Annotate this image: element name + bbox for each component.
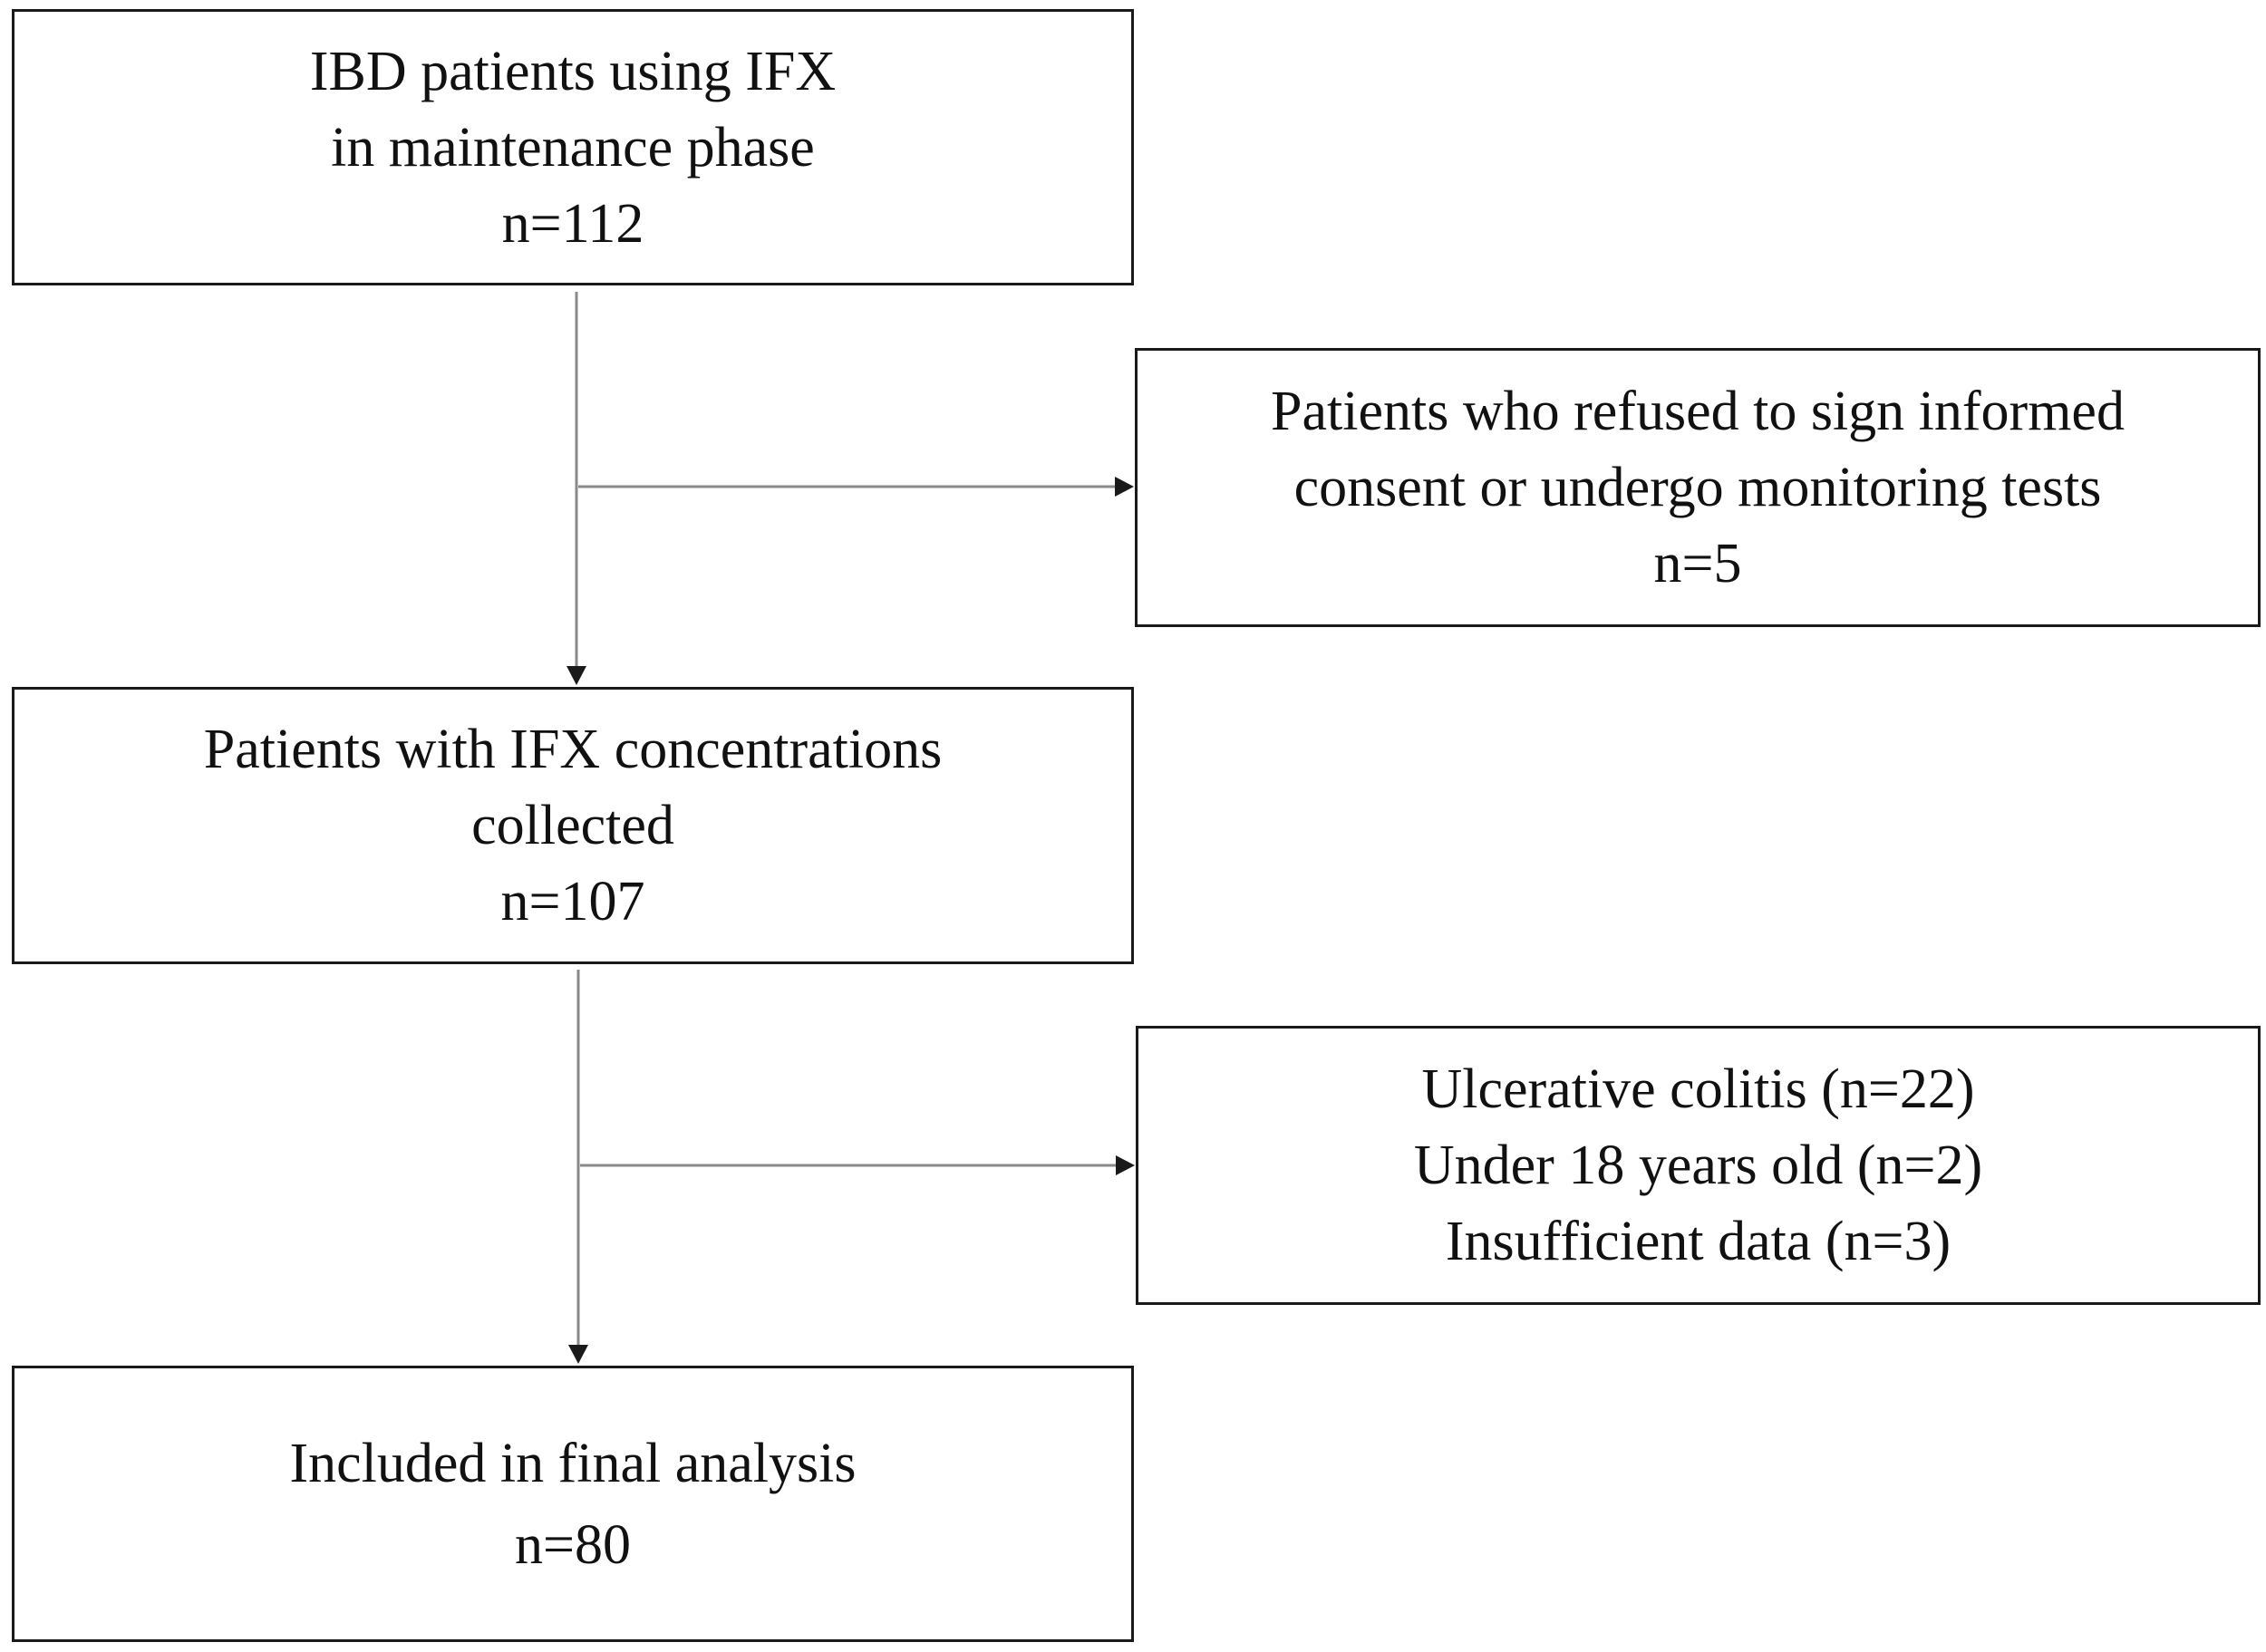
box-collected-line-1: Patients with IFX concentrations xyxy=(203,719,943,780)
box-collected-count: n=107 xyxy=(500,871,645,932)
box-excluded-consent-line-1: Patients who refused to sign informed xyxy=(1271,381,2125,442)
box-initial-line-1: IBD patients using IFX xyxy=(309,40,837,102)
box-initial-line-2: in maintenance phase xyxy=(331,116,815,179)
box-ifx-concentrations-collected: Patients with IFX concentrations collect… xyxy=(12,687,1134,964)
arrowhead-excluded-consent xyxy=(1115,477,1134,497)
arrowhead-collected xyxy=(566,666,586,685)
box-excluded-other-line-2: Under 18 years old (n=2) xyxy=(1413,1135,1983,1196)
box-excluded-consent-line-2: consent or undergo monitoring tests xyxy=(1293,457,2102,518)
box-final-count: n=80 xyxy=(515,1513,631,1576)
box-collected-line-2: collected xyxy=(471,795,674,856)
box-included-final-analysis: Included in final analysis n=80 xyxy=(12,1366,1134,1642)
box-excluded-refused-consent: Patients who refused to sign informed co… xyxy=(1135,348,2261,627)
box-excluded-other-reasons: Ulcerative colitis (n=22) Under 18 years… xyxy=(1136,1026,2261,1305)
box-excluded-other-line-1: Ulcerative colitis (n=22) xyxy=(1421,1058,1975,1120)
box-ibd-patients-initial: IBD patients using IFX in maintenance ph… xyxy=(12,9,1134,285)
box-initial-count: n=112 xyxy=(501,192,644,255)
box-final-line-1: Included in final analysis xyxy=(289,1432,857,1494)
arrowhead-final xyxy=(568,1345,588,1364)
arrowhead-excluded-other xyxy=(1116,1155,1135,1175)
box-excluded-consent-count: n=5 xyxy=(1653,533,1742,594)
box-excluded-other-line-3: Insufficient data (n=3) xyxy=(1445,1211,1951,1272)
